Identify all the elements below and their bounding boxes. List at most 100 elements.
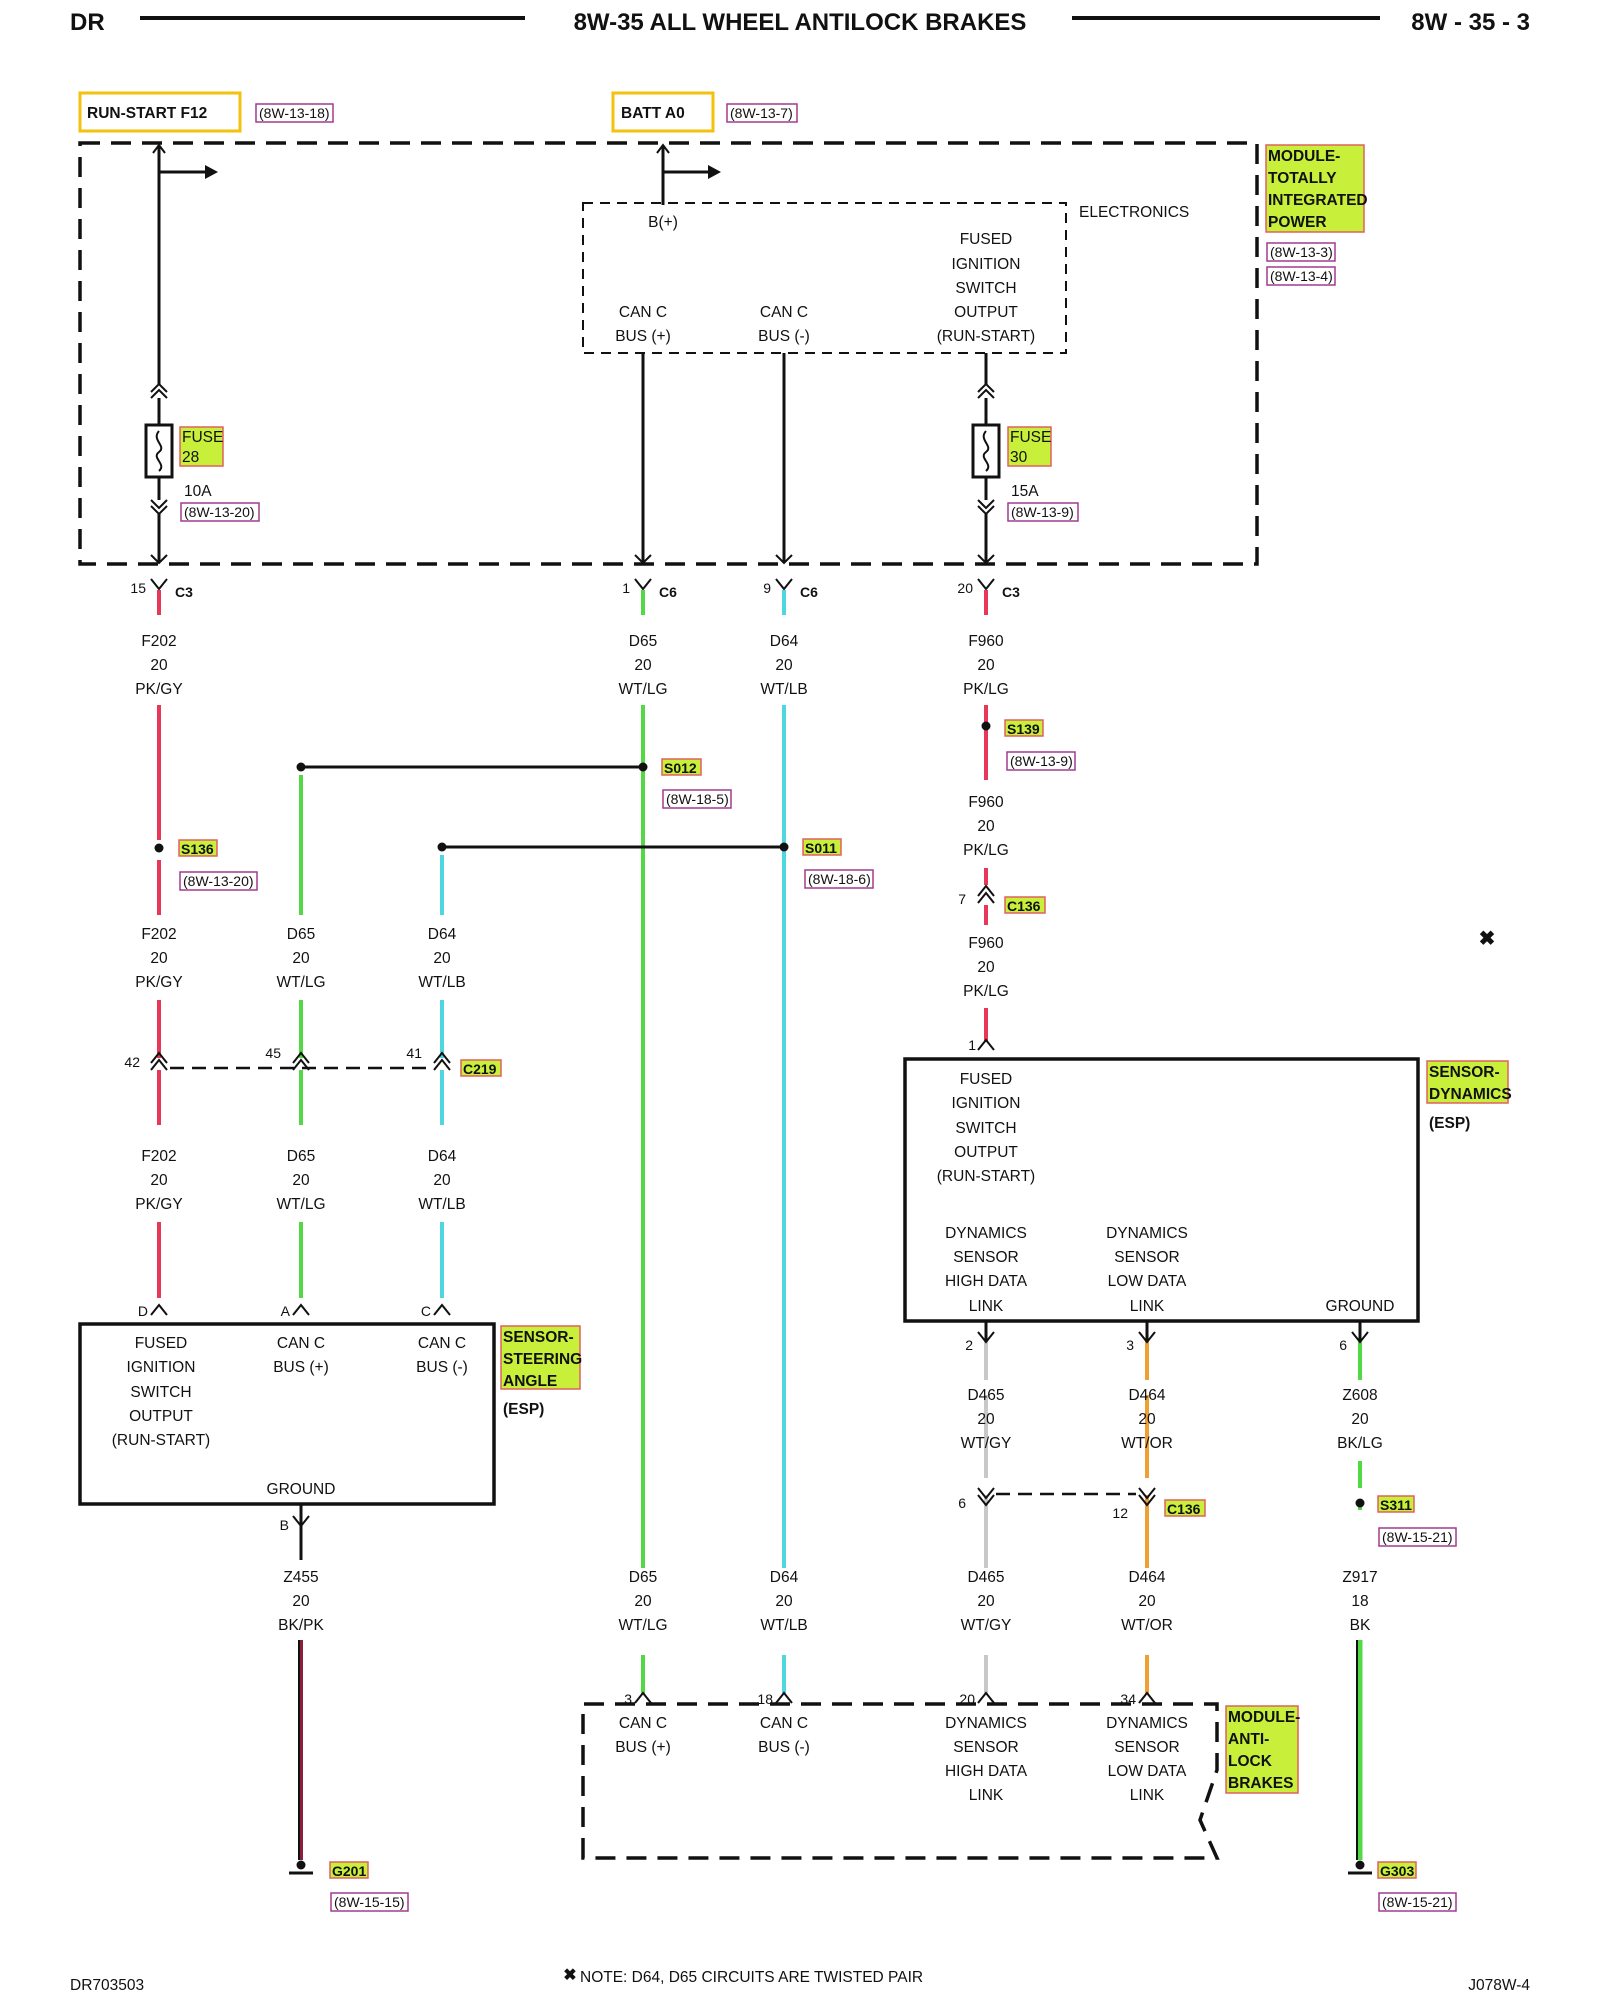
- svg-text:WT/LG: WT/LG: [276, 974, 325, 991]
- wire-label-z455: Z455 20 BK/PK: [278, 1569, 324, 1634]
- svg-text:WT/LB: WT/LB: [418, 974, 465, 991]
- splice-s136-ref-box: [179, 871, 258, 891]
- svg-text:LOCK: LOCK: [1228, 1753, 1273, 1770]
- svg-text:D64: D64: [428, 926, 457, 943]
- wire-label-d64-a: D64 20 WT/LB: [760, 633, 807, 698]
- svg-text:SENSOR-: SENSOR-: [1429, 1064, 1500, 1081]
- svg-text:A: A: [281, 1303, 291, 1319]
- svg-text:D465: D465: [967, 1569, 1004, 1586]
- batt-ref[interactable]: (8W-13-7): [730, 105, 793, 121]
- svg-text:BUS (-): BUS (-): [758, 1739, 810, 1756]
- wire-label-d65-c: D65 20 WT/LG: [276, 1148, 325, 1213]
- svg-text:18: 18: [1351, 1593, 1368, 1610]
- svg-text:1: 1: [622, 580, 630, 596]
- svg-text:C6: C6: [659, 584, 677, 600]
- dyn-esp-label: (ESP): [1429, 1115, 1470, 1132]
- wire-label-d65-a: D65 20 WT/LG: [618, 633, 667, 698]
- svg-text:OUTPUT: OUTPUT: [954, 304, 1018, 321]
- abs-low-data-label: DYNAMICS SENSOR LOW DATA LINK: [1106, 1715, 1188, 1804]
- svg-text:IGNITION: IGNITION: [952, 256, 1021, 273]
- svg-text:BUS (-): BUS (-): [416, 1359, 468, 1376]
- svg-text:D464: D464: [1128, 1387, 1165, 1404]
- ground-g303-ref[interactable]: (8W-15-21): [1382, 1894, 1453, 1910]
- splice-s012-ref[interactable]: (8W-18-5): [666, 791, 729, 807]
- svg-text:BK/PK: BK/PK: [278, 1617, 324, 1634]
- svg-text:F960: F960: [968, 794, 1004, 811]
- connector-c6-1: 1 C6: [622, 578, 677, 600]
- svg-text:LOW DATA: LOW DATA: [1108, 1273, 1187, 1290]
- connector-c219: 42 45 41 C219: [124, 1045, 502, 1077]
- svg-text:C3: C3: [1002, 584, 1020, 600]
- run-start-source-box: [78, 91, 242, 133]
- run-start-ref[interactable]: (8W-13-18): [259, 105, 330, 121]
- svg-text:WT/OR: WT/OR: [1121, 1617, 1173, 1634]
- footer-left: DR703503: [70, 1977, 144, 1994]
- svg-text:FUSE: FUSE: [182, 429, 223, 446]
- tipm-bplus-label: B(+): [648, 214, 678, 231]
- svg-text:20: 20: [634, 657, 652, 674]
- svg-text:PK/LG: PK/LG: [963, 842, 1009, 859]
- svg-text:20: 20: [433, 950, 451, 967]
- splice-s311-ref[interactable]: (8W-15-21): [1382, 1529, 1453, 1545]
- svg-text:15: 15: [130, 580, 146, 596]
- splice-s136: S136: [154, 839, 218, 857]
- svg-text:CAN C: CAN C: [619, 304, 667, 321]
- svg-text:20: 20: [977, 1411, 995, 1428]
- svg-text:45: 45: [265, 1045, 281, 1061]
- svg-text:C136: C136: [1007, 898, 1041, 914]
- svg-text:IGNITION: IGNITION: [952, 1095, 1021, 1112]
- wire-label-z917: Z917 18 BK: [1342, 1569, 1377, 1634]
- svg-text:OUTPUT: OUTPUT: [129, 1408, 193, 1425]
- svg-text:20: 20: [977, 1593, 995, 1610]
- fuse-30-ref[interactable]: (8W-13-9): [1011, 504, 1074, 520]
- tipm-ref-1[interactable]: (8W-13-3): [1270, 244, 1333, 260]
- svg-text:MODULE-: MODULE-: [1228, 1709, 1300, 1726]
- svg-text:20: 20: [292, 1593, 310, 1610]
- splice-s011: S011: [437, 838, 842, 856]
- svg-text:C6: C6: [800, 584, 818, 600]
- dyn-low-data-label: DYNAMICS SENSOR LOW DATA LINK: [1106, 1225, 1188, 1315]
- ground-g201-ref-box: [330, 1892, 409, 1912]
- sas-can-plus-label: CAN C BUS (+): [273, 1335, 329, 1376]
- svg-text:6: 6: [1339, 1337, 1347, 1353]
- svg-text:WT/LB: WT/LB: [760, 1617, 807, 1634]
- svg-text:20: 20: [150, 1172, 168, 1189]
- ground-g201-ref[interactable]: (8W-15-15): [334, 1894, 405, 1910]
- tipm-fused-output-label: FUSED IGNITION SWITCH OUTPUT (RUN-START): [937, 231, 1035, 345]
- svg-text:28: 28: [182, 449, 199, 466]
- dyn-high-data-label: DYNAMICS SENSOR HIGH DATA LINK: [945, 1225, 1028, 1315]
- svg-text:41: 41: [406, 1045, 422, 1061]
- connector-c6-9: 9 C6: [763, 578, 818, 600]
- svg-text:INTEGRATED: INTEGRATED: [1268, 192, 1368, 209]
- svg-text:20: 20: [292, 1172, 310, 1189]
- connector-c136-lower: 6 12 C136: [958, 1487, 1206, 1521]
- svg-text:G303: G303: [1380, 1863, 1414, 1879]
- svg-text:TOTALLY: TOTALLY: [1268, 170, 1337, 187]
- svg-text:2: 2: [965, 1337, 973, 1353]
- wire-label-f960-a: F960 20 PK/LG: [963, 633, 1009, 698]
- abs-module-boundary: [581, 1702, 1220, 1860]
- run-start-label: RUN-START F12: [87, 105, 207, 122]
- wire-label-f202-a: F202 20 PK/GY: [135, 633, 182, 698]
- twisted-pair-marker: ✖: [1479, 928, 1496, 950]
- splice-s011-ref[interactable]: (8W-18-6): [808, 871, 871, 887]
- svg-text:BRAKES: BRAKES: [1228, 1775, 1293, 1792]
- svg-text:D: D: [138, 1303, 148, 1319]
- svg-text:SENSOR: SENSOR: [1114, 1249, 1179, 1266]
- splice-s139-ref[interactable]: (8W-13-9): [1010, 753, 1073, 769]
- svg-text:SENSOR-: SENSOR-: [503, 1329, 574, 1346]
- splice-s136-ref[interactable]: (8W-13-20): [183, 873, 254, 889]
- svg-text:(RUN-START): (RUN-START): [112, 1432, 210, 1449]
- dyn-module-box: [903, 1057, 1420, 1323]
- dyn-name-label: SENSOR- DYNAMICS: [1426, 1060, 1512, 1104]
- svg-text:FUSED: FUSED: [960, 1071, 1013, 1088]
- batt-source-box: [611, 91, 715, 133]
- svg-text:LINK: LINK: [1130, 1787, 1165, 1804]
- svg-text:20: 20: [1138, 1593, 1156, 1610]
- svg-text:PK/GY: PK/GY: [135, 974, 182, 991]
- fuse-28-ref[interactable]: (8W-13-20): [184, 504, 255, 520]
- tipm-ref-2[interactable]: (8W-13-4): [1270, 268, 1333, 284]
- svg-text:S136: S136: [181, 841, 214, 857]
- svg-text:LINK: LINK: [969, 1298, 1004, 1315]
- svg-text:20: 20: [1351, 1411, 1369, 1428]
